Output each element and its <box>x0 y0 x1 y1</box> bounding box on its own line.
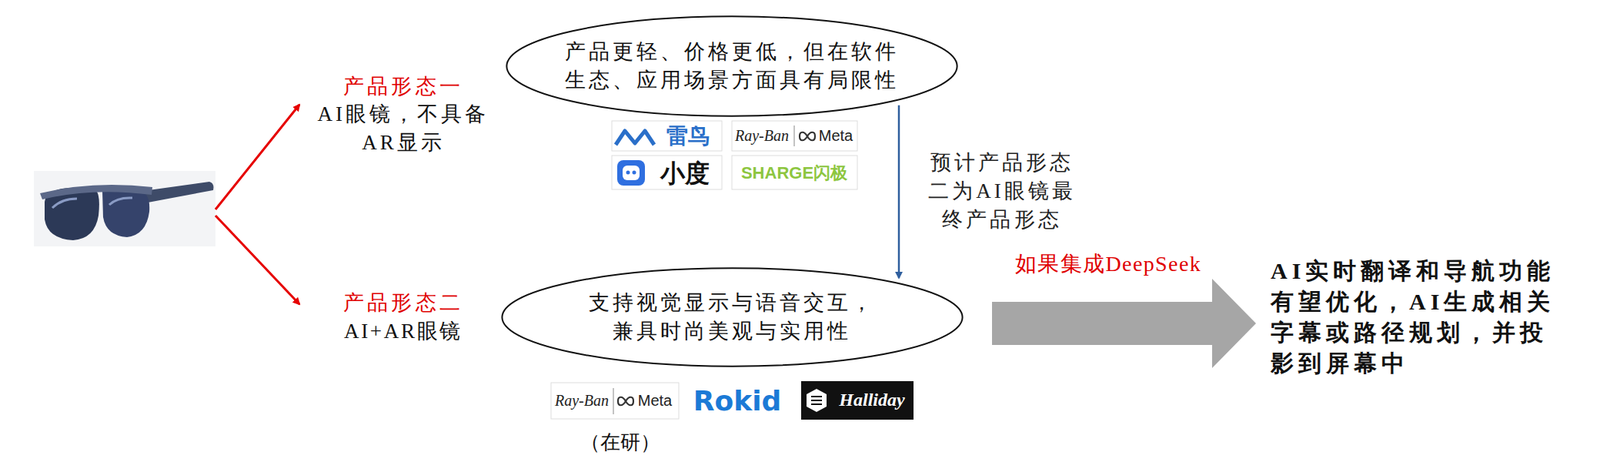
leiniao-icon <box>615 130 655 145</box>
node-text: 支持视觉显示与语音交互， 兼具时尚美观与实用性 <box>583 288 881 347</box>
ellipse-shape <box>501 267 963 366</box>
xiaodu-icon <box>626 170 631 175</box>
xiaodu-icon <box>617 160 645 186</box>
note-text: （在研） <box>580 428 661 457</box>
ellipse-shape <box>506 16 957 116</box>
connector-line <box>898 105 901 278</box>
brand-logo-text: 雷鸟 <box>666 121 710 152</box>
glasses-temple <box>143 181 214 203</box>
lens-highlight <box>109 197 133 205</box>
outcome-text: AI实时翻译和导航功能 有望优化，AI生成相关 字幕或路径规划，并投 影到屏幕中 <box>1270 255 1562 379</box>
block-arrow <box>992 278 1256 368</box>
halliday-icon <box>806 388 827 412</box>
xiaodu-icon <box>622 165 640 181</box>
brand-logo-text: Meta <box>637 390 672 412</box>
logo-frame <box>731 155 858 190</box>
node-text: 产品更轻、价格更低，但在软件 生态、应用场景方面具有局限性 <box>559 37 905 96</box>
logo-frame <box>611 120 722 151</box>
ellipse-node: 产品更轻、价格更低，但在软件 生态、应用场景方面具有局限性 <box>504 15 959 117</box>
connector-label: 预计产品形态 二为AI眼镜最 终产品形态 <box>921 148 1084 235</box>
lens-highlight <box>52 198 77 208</box>
node-body: 产品更轻、价格更低，但在软件 生态、应用场景方面具有局限性 <box>504 15 959 117</box>
brand-logo-text: SHARGE闪极 <box>741 161 848 185</box>
meta-symbol <box>617 397 634 406</box>
form-description: AI+AR眼镜 <box>344 317 463 346</box>
logo-frame <box>731 120 858 151</box>
node-body: 支持视觉显示与语音交互， 兼具时尚美观与实用性 <box>500 267 965 368</box>
form-title: 产品形态二 <box>343 288 463 318</box>
red-arrow <box>215 104 300 210</box>
halliday-logo-ground <box>801 380 914 420</box>
flow-connector <box>898 105 900 278</box>
xiaodu-icon <box>632 170 637 175</box>
glasses-lens <box>102 190 150 238</box>
logo-divider <box>794 125 795 147</box>
brand-logo-text: Halliday <box>838 387 905 413</box>
form-title: 产品形态一 <box>343 72 463 101</box>
glasses-frame <box>40 184 153 200</box>
form-description: AI眼镜，不具备 AR显示 <box>310 100 498 158</box>
logo-frame <box>551 382 679 419</box>
brand-logo-text: 小度 <box>660 156 710 191</box>
condition-text: 如果集成DeepSeek <box>1015 249 1202 280</box>
ellipse-outline <box>500 267 965 368</box>
halliday-icon <box>811 396 822 405</box>
ellipse-node: 支持视觉显示与语音交互， 兼具时尚美观与实用性 <box>500 267 965 368</box>
photo-ground <box>33 170 216 247</box>
meta-symbol <box>799 132 816 141</box>
brand-logo-text: Meta <box>818 125 853 147</box>
brand-logo-text: Ray-Ban <box>734 125 789 147</box>
ellipse-outline <box>504 15 959 117</box>
brand-logo-text: Rokid <box>693 381 782 421</box>
red-arrow <box>215 215 300 304</box>
logo-divider <box>613 387 615 415</box>
brand-logo-text: Ray-Ban <box>554 390 609 412</box>
glasses-illustration <box>33 170 216 247</box>
